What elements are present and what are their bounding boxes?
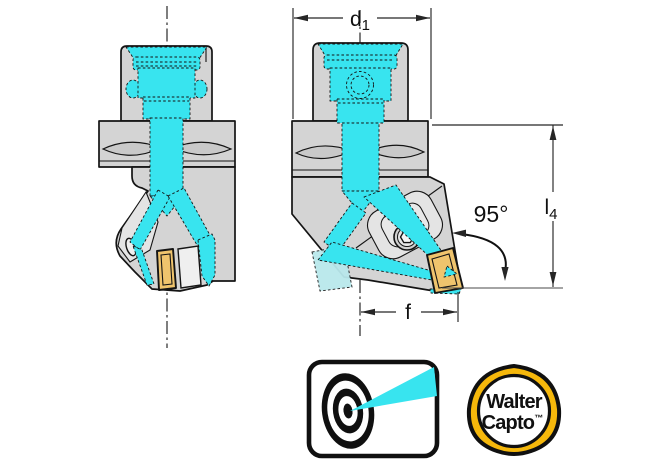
walter-capto-logo: Walter Capto™: [466, 364, 562, 456]
capto-brand-line1: Walter: [486, 391, 543, 413]
coolant-beam-icon: [350, 367, 437, 411]
angle-label: 95°: [474, 201, 509, 227]
angle-arrowhead-surface: [501, 267, 509, 281]
side-insert-jet-tip: [443, 265, 458, 278]
front-branch-right-outlet: [197, 233, 216, 287]
dimension-l4: l4: [432, 124, 563, 289]
angle-arc: [460, 233, 507, 273]
front-branch-left-tip: [132, 245, 155, 286]
capto-inner-circle: [476, 373, 552, 449]
dimension-l4-label: l4: [544, 196, 557, 223]
dimension-f-label: f: [405, 301, 411, 324]
angle-arrowhead-edge: [452, 229, 466, 237]
angle-95: 95°: [452, 201, 509, 281]
target-icon: [321, 373, 375, 449]
side-insert: [426, 247, 464, 294]
front-shim: [177, 245, 202, 289]
dimension-d1-label: d1: [350, 8, 370, 34]
front-branch-left: [129, 189, 171, 251]
front-flange-groove-right: [171, 141, 233, 156]
precision-coolant-icon: [306, 359, 440, 459]
front-coolant-channels: [125, 46, 216, 287]
side-coolant-channels: [317, 43, 462, 295]
side-coupling-hole: [346, 71, 374, 99]
front-view: [98, 6, 236, 348]
side-flange-groove-right: [368, 144, 426, 159]
side-jet-lower: [317, 241, 453, 284]
side-jet-left: [323, 202, 367, 253]
dimension-f: f: [361, 292, 459, 324]
side-view: [291, 10, 464, 336]
capto-brand-line2: Capto™: [482, 412, 543, 434]
front-insert: [156, 248, 177, 291]
dimension-d1: d1: [292, 8, 432, 119]
